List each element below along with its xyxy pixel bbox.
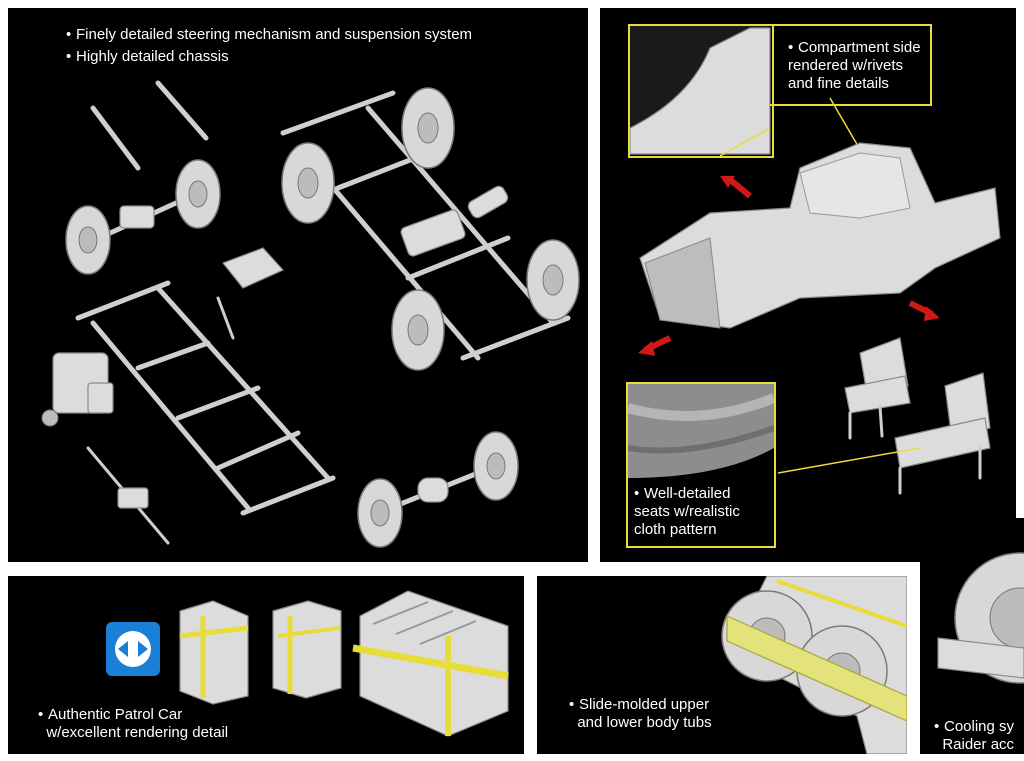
compartment-caption xyxy=(628,24,774,158)
chassis-illustration xyxy=(41,80,580,548)
cooling-illustration xyxy=(937,552,1024,684)
seats-caption: •Well-detailed seats w/realistic cloth p… xyxy=(634,485,740,538)
seats-caption-box xyxy=(626,382,776,548)
jerry-can-illustration xyxy=(179,590,509,737)
chassis-bullet-1: •Finely detailed steering mechanism and … xyxy=(66,26,473,43)
panel-jerry-cans: •Authentic Patrol Car w/excellent render… xyxy=(8,576,524,754)
body-tub-caption: •Slide-molded upper and lower body tubs xyxy=(569,696,712,731)
chassis-bullet-2: •Highly detailed chassis xyxy=(66,48,229,65)
cooling-caption: •Cooling sy Raider acc xyxy=(934,718,1015,753)
panel-body-tubs: •Slide-molded upper and lower body tubs xyxy=(537,576,907,754)
compartment-caption-box xyxy=(770,24,932,106)
compartment-caption-text: •Compartment side rendered w/rivets and … xyxy=(788,39,921,92)
jerry-can-caption: •Authentic Patrol Car w/excellent render… xyxy=(38,706,229,741)
panel-cooling: •Cooling sy Raider acc xyxy=(920,518,1024,754)
panel-body: •Compartment side rendered w/rivets and … xyxy=(600,8,1016,562)
body-tub-illustration xyxy=(721,576,907,754)
body-illustration xyxy=(626,25,1001,545)
slide-mold-badge-icon xyxy=(106,622,160,676)
panel-chassis: •Finely detailed steering mechanism and … xyxy=(8,8,588,562)
